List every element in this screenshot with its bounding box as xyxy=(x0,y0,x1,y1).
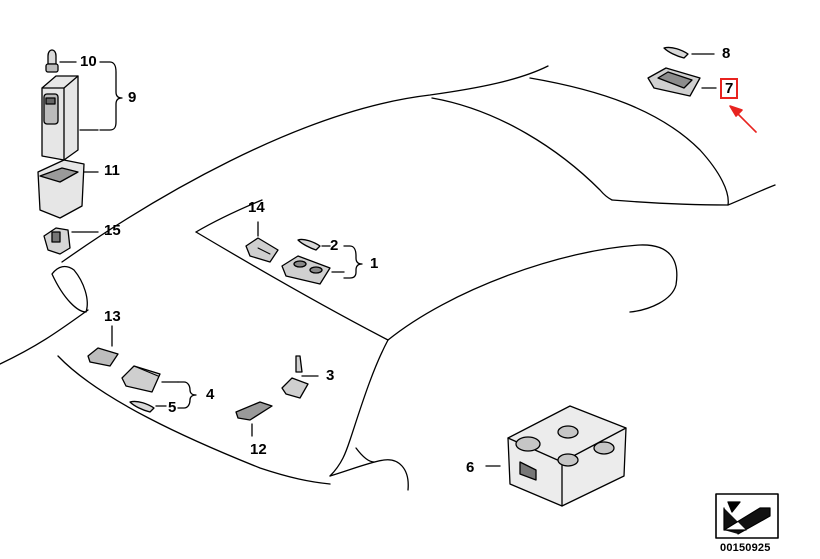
diagram-id: 00150925 xyxy=(720,542,771,554)
part-14-lamp xyxy=(245,221,279,263)
callout-5: 5 xyxy=(168,399,177,416)
callout-12: 12 xyxy=(250,441,267,458)
part-13-lamp xyxy=(87,325,119,367)
callout-7-highlighted: 7 xyxy=(720,78,739,99)
callout-10: 10 xyxy=(80,53,97,70)
highlight-arrow xyxy=(729,105,757,133)
return-arrow-icon xyxy=(715,493,779,539)
callout-8: 8 xyxy=(722,45,731,62)
part-7-housing xyxy=(647,67,717,97)
part-2-bulb xyxy=(297,238,331,251)
part-5-bulb xyxy=(129,400,167,413)
callout-11: 11 xyxy=(104,162,120,179)
part-3-sensor xyxy=(281,355,319,399)
callout-4: 4 xyxy=(206,386,215,403)
part-6-box xyxy=(485,405,627,507)
callout-13: 13 xyxy=(104,308,121,325)
car-body-outline xyxy=(0,65,776,491)
callout-9: 9 xyxy=(128,89,137,106)
part-10-bulb xyxy=(45,49,77,73)
callout-15: 15 xyxy=(104,222,121,239)
callout-2: 2 xyxy=(330,237,339,254)
callout-1: 1 xyxy=(370,255,379,272)
part-9-console-unit xyxy=(41,75,99,161)
part-4-housing xyxy=(121,365,179,393)
part-11-tray xyxy=(37,159,99,219)
callout-3: 3 xyxy=(326,367,335,384)
callout-14: 14 xyxy=(248,199,265,216)
part-15-clip xyxy=(43,227,99,255)
part-1-housing xyxy=(281,255,345,285)
part-12-lamp xyxy=(235,401,273,437)
callout-6: 6 xyxy=(466,459,475,476)
part-8-bulb xyxy=(663,46,715,59)
